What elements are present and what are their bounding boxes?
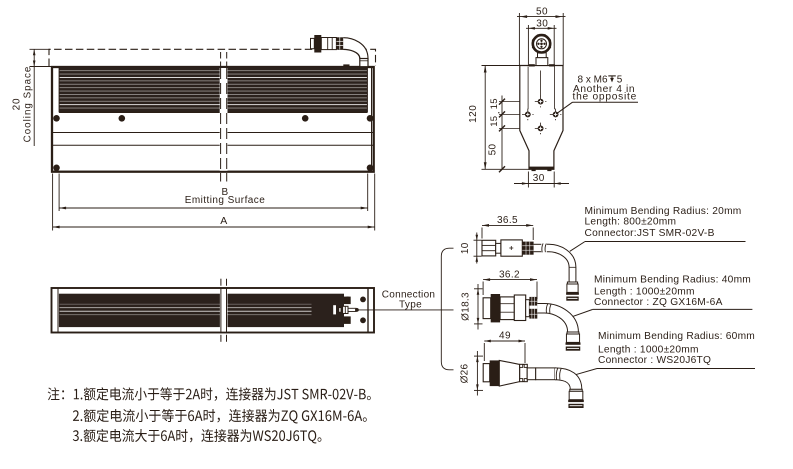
svg-text:36.2: 36.2 — [499, 269, 520, 280]
svg-text:Connector:JST SMR-02V-B: Connector:JST SMR-02V-B — [585, 228, 715, 239]
svg-text:Type: Type — [399, 299, 422, 310]
svg-text:Cooling Space: Cooling Space — [23, 66, 34, 143]
svg-text:Another 4 in: Another 4 in — [573, 84, 635, 95]
svg-text:30: 30 — [536, 18, 548, 29]
svg-text:Minimum Bending Radius: 60mm: Minimum Bending Radius: 60mm — [598, 331, 755, 342]
svg-text:A: A — [220, 215, 227, 227]
svg-text:Minimum Bending Radius: 20mm: Minimum Bending Radius: 20mm — [585, 206, 742, 217]
svg-text:8 x M6: 8 x M6 — [578, 74, 608, 85]
svg-text:Length : 1000±20mm: Length : 1000±20mm — [598, 344, 699, 355]
svg-text:10: 10 — [460, 242, 471, 254]
svg-text:15: 15 — [489, 98, 500, 109]
svg-text:Connector : ZQ GX16M-6A: Connector : ZQ GX16M-6A — [594, 297, 723, 308]
svg-text:Ø18.3: Ø18.3 — [461, 292, 472, 321]
svg-text:50: 50 — [488, 144, 499, 156]
svg-text:Emitting Surface: Emitting Surface — [185, 195, 266, 206]
svg-text:36.5: 36.5 — [497, 215, 518, 226]
svg-text:Minimum Bending Radius: 40mm: Minimum Bending Radius: 40mm — [594, 274, 751, 285]
svg-text:the opposite: the opposite — [573, 92, 638, 103]
svg-text:20: 20 — [12, 98, 23, 111]
svg-text:Connector : WS20J6TQ: Connector : WS20J6TQ — [598, 355, 711, 366]
svg-text:50: 50 — [536, 6, 548, 17]
svg-text:Length: 800±20mm: Length: 800±20mm — [585, 217, 677, 228]
svg-text:Connection: Connection — [382, 289, 436, 300]
svg-text:120: 120 — [468, 105, 479, 123]
svg-text:Ø26: Ø26 — [460, 363, 471, 383]
svg-text:5: 5 — [617, 74, 623, 85]
svg-text:B: B — [221, 187, 228, 198]
svg-text:15: 15 — [489, 116, 500, 127]
svg-text:49: 49 — [499, 331, 511, 342]
svg-text:30: 30 — [533, 173, 545, 184]
svg-text:Length : 1000±20mm: Length : 1000±20mm — [594, 286, 695, 297]
